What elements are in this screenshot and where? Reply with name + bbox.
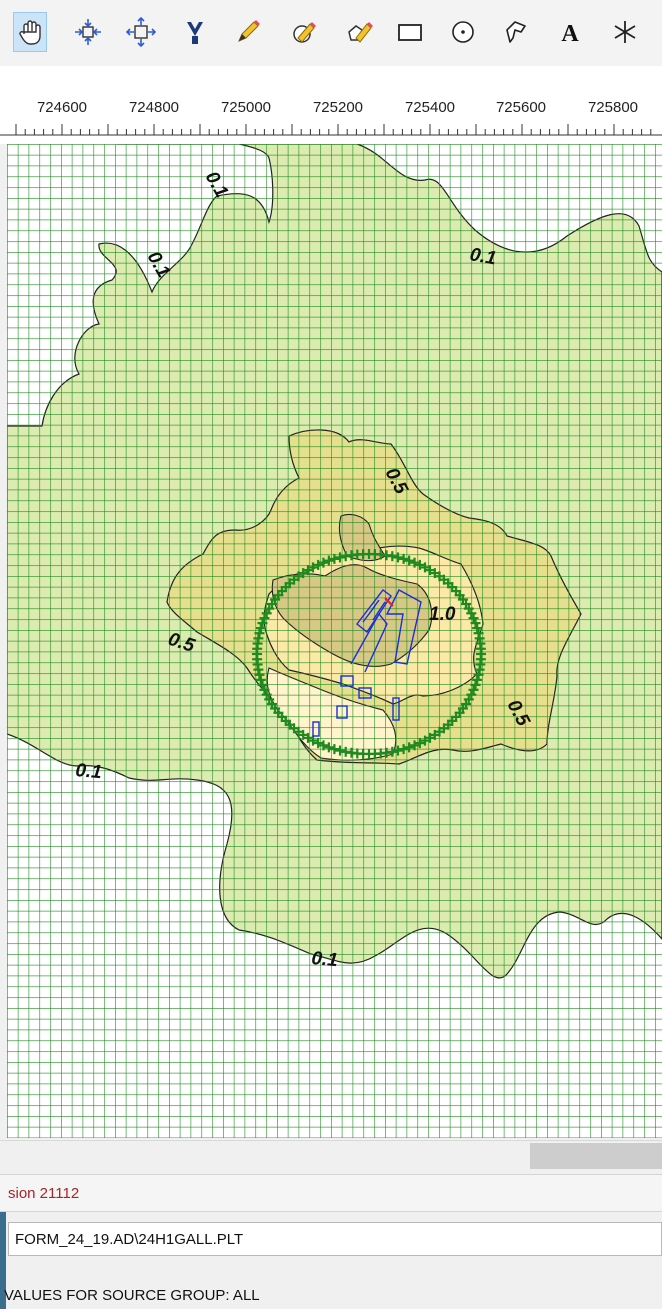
ruler-label: 724800 — [128, 99, 180, 116]
source-tank — [358, 687, 372, 699]
pan-hand-icon — [19, 20, 41, 45]
polygon-tool-button[interactable] — [498, 12, 532, 52]
erase-polygon-tool-button[interactable] — [343, 12, 377, 52]
rectangle-icon — [398, 24, 422, 41]
ruler-label: 725600 — [495, 99, 547, 116]
ruler-label: 725400 — [404, 99, 456, 116]
source-stack-rows — [362, 599, 386, 623]
file-path-value: FORM_24_19.AD\24H1GALL.PLT — [15, 1231, 244, 1248]
contour-label: 0.1 — [468, 244, 498, 269]
source-point — [384, 597, 394, 607]
x-axis-ruler: 724600 724800 725000 725200 725400 725600 7258… — [0, 66, 662, 144]
toolbar: A — [0, 0, 662, 67]
version-text: sion 21112 — [8, 1185, 80, 1202]
ruler-label: 724600 — [36, 99, 88, 116]
source-road — [350, 613, 388, 673]
svg-text:A: A — [561, 21, 579, 47]
receptor-grid — [7, 144, 662, 1138]
contour-label: 1.0 — [429, 604, 456, 625]
source-group-label: VALUES FOR SOURCE GROUP: ALL — [4, 1287, 260, 1304]
zoom-in-tool-button[interactable] — [71, 12, 105, 52]
polygon-icon — [506, 21, 526, 43]
source-building — [356, 589, 392, 634]
contour-label: 0.1 — [75, 760, 103, 783]
select-pointer-icon — [187, 22, 203, 44]
text-tool-button[interactable]: A — [553, 12, 587, 52]
asterisk-icon — [614, 21, 636, 43]
pencil-draw-icon — [238, 20, 260, 42]
panel-accent — [0, 1212, 6, 1309]
ruler-ticks — [0, 124, 662, 136]
rectangle-tool-button[interactable] — [393, 12, 427, 52]
source-outline — [385, 589, 422, 665]
circle-icon — [452, 21, 474, 43]
erase-polygon-icon — [348, 22, 373, 43]
zoom-out-icon — [125, 16, 157, 48]
pan-hand-tool-button[interactable] — [13, 12, 47, 52]
source-tank — [336, 705, 348, 719]
ruler-label: 725200 — [312, 99, 364, 116]
asterisk-tool-button[interactable] — [608, 12, 642, 52]
zoom-in-icon — [75, 19, 101, 45]
contour-label: 0.1 — [311, 948, 339, 971]
scrollbar-thumb[interactable] — [530, 1143, 662, 1169]
ruler-label: 725800 — [587, 99, 639, 116]
eraser-icon — [293, 22, 316, 43]
source-line — [392, 697, 400, 721]
file-path-field[interactable]: FORM_24_19.AD\24H1GALL.PLT — [8, 1222, 662, 1256]
eraser-tool-button[interactable] — [287, 12, 321, 52]
source-tank — [340, 675, 354, 687]
pencil-draw-tool-button[interactable] — [231, 12, 265, 52]
zoom-out-tool-button[interactable] — [124, 12, 158, 52]
horizontal-scrollbar[interactable] — [0, 1140, 662, 1171]
version-status-bar: sion 21112 — [0, 1174, 662, 1212]
circle-tool-button[interactable] — [446, 12, 480, 52]
ruler-label: 725000 — [220, 99, 272, 116]
emission-sources — [312, 589, 422, 737]
text-icon: A — [561, 21, 579, 47]
source-line — [312, 721, 320, 737]
dense-receptor-ring — [252, 549, 486, 759]
select-pointer-tool-button[interactable] — [178, 12, 212, 52]
